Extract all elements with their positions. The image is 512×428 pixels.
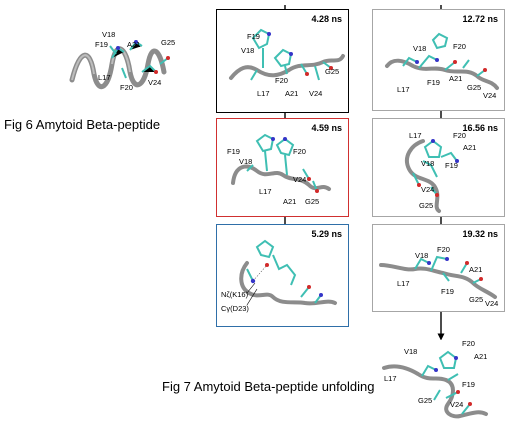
residue-label: A21 (449, 74, 463, 83)
residue-label: A21 (463, 143, 477, 152)
residue-label: L17 (259, 187, 272, 196)
residue-label: V24 (485, 299, 499, 308)
time-label: 5.29 ns (311, 229, 342, 239)
panel-4-59ns: 4.59 ns F19 F20 V18 V24 L17 A21 G25 (216, 118, 349, 217)
residue-label: V18 (239, 157, 253, 166)
residue-label: F19 (95, 40, 108, 49)
residue-label: G25 (325, 67, 340, 76)
residue-label: F19 (462, 380, 475, 389)
residue-label: F19 (427, 78, 440, 87)
residue-label: F20 (120, 83, 133, 92)
residue-label: V24 (309, 89, 323, 98)
residue-label: F20 (275, 76, 288, 85)
residue-label: L17 (397, 85, 410, 94)
residue-label: A21 (127, 40, 141, 49)
residue-label: L17 (384, 374, 397, 383)
panel-5-29ns: 5.29 ns Nζ(K16) Cγ(D23) (216, 224, 349, 327)
residue-label: V18 (421, 159, 435, 168)
fig7-caption: Fig 7 Amytoid Beta-peptide unfolding (162, 379, 375, 394)
initial-helix-structure: V18 F19 A21 G25 L17 F20 V24 (60, 28, 190, 98)
residue-label: F19 (227, 147, 240, 156)
time-label: 16.56 ns (462, 123, 498, 133)
residue-label: F19 (247, 32, 260, 41)
residue-label: F19 (445, 161, 458, 170)
residue-label: F20 (453, 131, 466, 140)
residue-label: F20 (462, 340, 475, 348)
panel-19-32ns: 19.32 ns F20 V18 A21 L17 F19 G25 V24 (372, 224, 505, 312)
residue-label: V18 (413, 44, 427, 53)
residue-label: A21 (285, 89, 299, 98)
time-label: 4.59 ns (311, 123, 342, 133)
molecule-render (229, 28, 345, 81)
residue-label: G25 (305, 197, 320, 206)
residue-label: L17 (397, 279, 410, 288)
residue-label: G25 (469, 295, 484, 304)
molecule-render (379, 255, 497, 299)
panel-12-72ns: 12.72 ns V18 F20 A21 L17 F19 G25 V24 (372, 9, 505, 111)
panel-16-56ns: 16.56 ns L17 F20 V18 A21 F19 V24 G25 (372, 118, 505, 217)
time-label: 19.32 ns (462, 229, 498, 239)
time-label: 4.28 ns (311, 14, 342, 24)
fig6-caption: Fig 6 Amytoid Beta-peptide (4, 117, 161, 132)
residue-label: V24 (483, 91, 497, 100)
residue-label: G25 (161, 38, 176, 47)
residue-label: F20 (293, 147, 306, 156)
residue-label: F20 (437, 245, 450, 254)
atom-label: Cγ(D23) (221, 304, 249, 313)
atom-label: Nζ(K16) (221, 290, 249, 299)
residue-label: V24 (148, 78, 162, 87)
molecule-render (385, 32, 499, 90)
residue-label: V24 (421, 185, 435, 194)
residue-label: F20 (453, 42, 466, 51)
residue-label: A21 (474, 352, 488, 361)
molecule-render (404, 139, 459, 213)
final-structure: F20 V18 A21 L17 F19 G25 V24 (378, 340, 508, 426)
molecule-render (231, 133, 331, 193)
residue-label: A21 (469, 265, 483, 274)
molecule-render (239, 239, 337, 306)
molecule-render (382, 350, 488, 419)
residue-label: V18 (404, 347, 418, 356)
residue-label: F19 (441, 287, 454, 296)
residue-label: L17 (257, 89, 270, 98)
residue-label: A21 (283, 197, 297, 206)
residue-label: G25 (467, 83, 482, 92)
panel-4-28ns: 4.28 ns F19 V18 G25 F20 L17 A21 V24 (216, 9, 349, 113)
residue-label: V18 (415, 251, 429, 260)
helix-ribbon (69, 40, 170, 89)
time-label: 12.72 ns (462, 14, 498, 24)
residue-label: L17 (409, 131, 422, 140)
residue-label: G25 (419, 201, 434, 210)
residue-label: G25 (418, 396, 433, 405)
residue-label: V24 (293, 175, 307, 184)
residue-label: V18 (241, 46, 255, 55)
residue-label: L17 (98, 73, 111, 82)
residue-label: V18 (102, 30, 116, 39)
residue-label: V24 (450, 400, 464, 409)
